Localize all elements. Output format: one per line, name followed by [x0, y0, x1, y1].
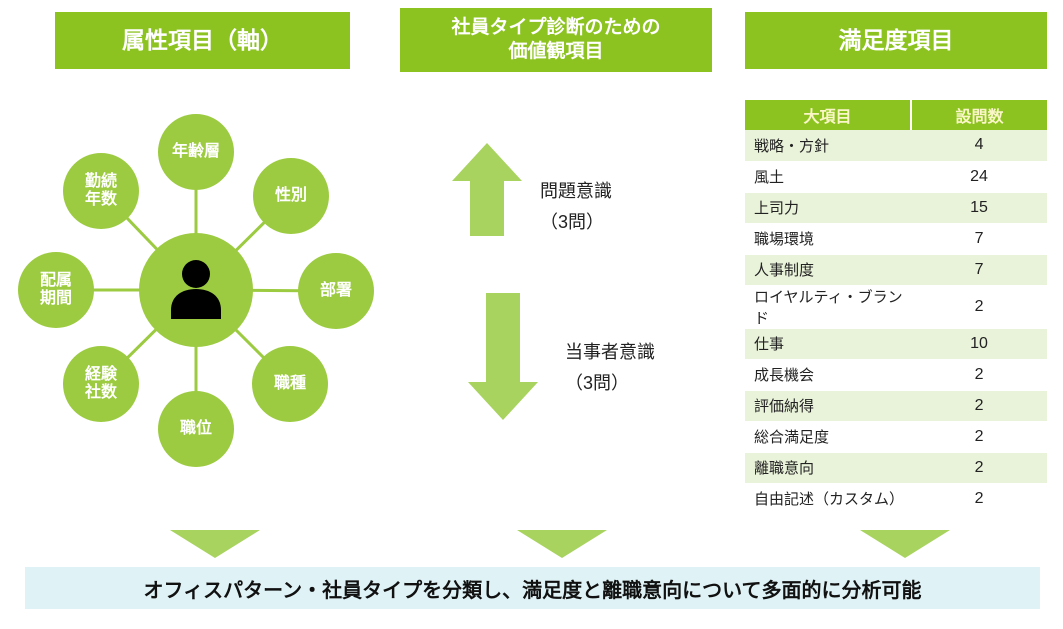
table-row: 評価納得 2: [745, 390, 1047, 422]
satisfaction-table: 大項目 設問数 戦略・方針 4 風土 24 上司力 15 職場環境 7 人事制度: [745, 100, 1047, 515]
table-row: 職場環境 7: [745, 223, 1047, 255]
table-row: 仕事 10: [745, 328, 1047, 360]
values-header: 社員タイプ診断のための 価値観項目: [400, 8, 712, 72]
column-header-count: 設問数: [911, 100, 1047, 130]
item-label-cell: 職場環境: [745, 223, 912, 255]
table-row: 人事制度 7: [745, 254, 1047, 286]
table-row: 上司力 15: [745, 192, 1047, 224]
attribute-node-assignment: 配属 期間: [18, 252, 94, 328]
ownership-awareness-label: 当事者意識 （3問）: [565, 342, 655, 393]
table-row: 成長機会 2: [745, 359, 1047, 391]
person-icon: [171, 260, 221, 319]
question-count-cell: 2: [911, 359, 1047, 391]
item-label-cell: 上司力: [745, 192, 912, 224]
conclusion-banner: オフィスパターン・社員タイプを分類し、満足度と離職意向について多面的に分析可能: [25, 567, 1040, 609]
question-count-cell: 2: [911, 390, 1047, 422]
item-label-cell: 自由記述（カスタム）: [745, 483, 912, 515]
question-count-cell: 10: [911, 328, 1047, 360]
question-count-cell: 15: [911, 192, 1047, 224]
attribute-node-department: 部署: [298, 253, 374, 329]
item-label-cell: 成長機会: [745, 359, 912, 391]
item-label-cell: 離職意向: [745, 452, 912, 484]
up-arrow: [452, 143, 522, 241]
question-count-cell: 4: [911, 130, 1047, 162]
column-header-item: 大項目: [745, 100, 913, 130]
attribute-node-tenure: 勤続 年数: [63, 153, 139, 229]
attributes-header: 属性項目（軸）: [55, 12, 350, 69]
question-count-cell: 7: [911, 223, 1047, 255]
question-count-cell: 2: [911, 452, 1047, 484]
item-label-cell: 評価納得: [745, 390, 912, 422]
question-count-cell: 2: [911, 483, 1047, 515]
question-count-cell: 7: [911, 254, 1047, 286]
item-label-cell: 人事制度: [745, 254, 912, 286]
item-label-cell: 仕事: [745, 328, 912, 360]
attribute-node-jobtype: 職種: [252, 346, 328, 422]
question-count-cell: 24: [911, 161, 1047, 193]
table-row: 離職意向 2: [745, 452, 1047, 484]
attribute-node-position: 職位: [158, 391, 234, 467]
table-header-row: 大項目 設問数: [745, 100, 1047, 130]
table-row: 自由記述（カスタム） 2: [745, 483, 1047, 515]
attribute-node-gender: 性別: [253, 158, 329, 234]
satisfaction-header: 満足度項目: [745, 12, 1047, 69]
down-arrow: [468, 293, 538, 425]
attribute-node-age: 年齢層: [158, 114, 234, 190]
problem-awareness-label: 問題意識 （3問）: [540, 181, 612, 232]
attribute-node-companies: 経験 社数: [63, 346, 139, 422]
attribute-hub-diagram: 年齢層 性別 部署 職種 職位 経験 社数 配属 期間 勤続 年数: [18, 90, 380, 480]
item-label-cell: 戦略・方針: [745, 130, 912, 162]
question-count-cell: 2: [911, 285, 1047, 329]
down-triangle-middle: [517, 530, 607, 558]
item-label-cell: 総合満足度: [745, 421, 912, 453]
item-label-cell: 風土: [745, 161, 912, 193]
person-hub: [139, 233, 253, 347]
item-label-cell: ロイヤルティ・ブランド: [745, 285, 912, 329]
down-triangle-right: [860, 530, 950, 558]
table-row: 戦略・方針 4: [745, 130, 1047, 162]
table-row: 総合満足度 2: [745, 421, 1047, 453]
question-count-cell: 2: [911, 421, 1047, 453]
down-triangle-left: [170, 530, 260, 558]
table-row: 風土 24: [745, 161, 1047, 193]
table-row: ロイヤルティ・ブランド 2: [745, 285, 1047, 329]
